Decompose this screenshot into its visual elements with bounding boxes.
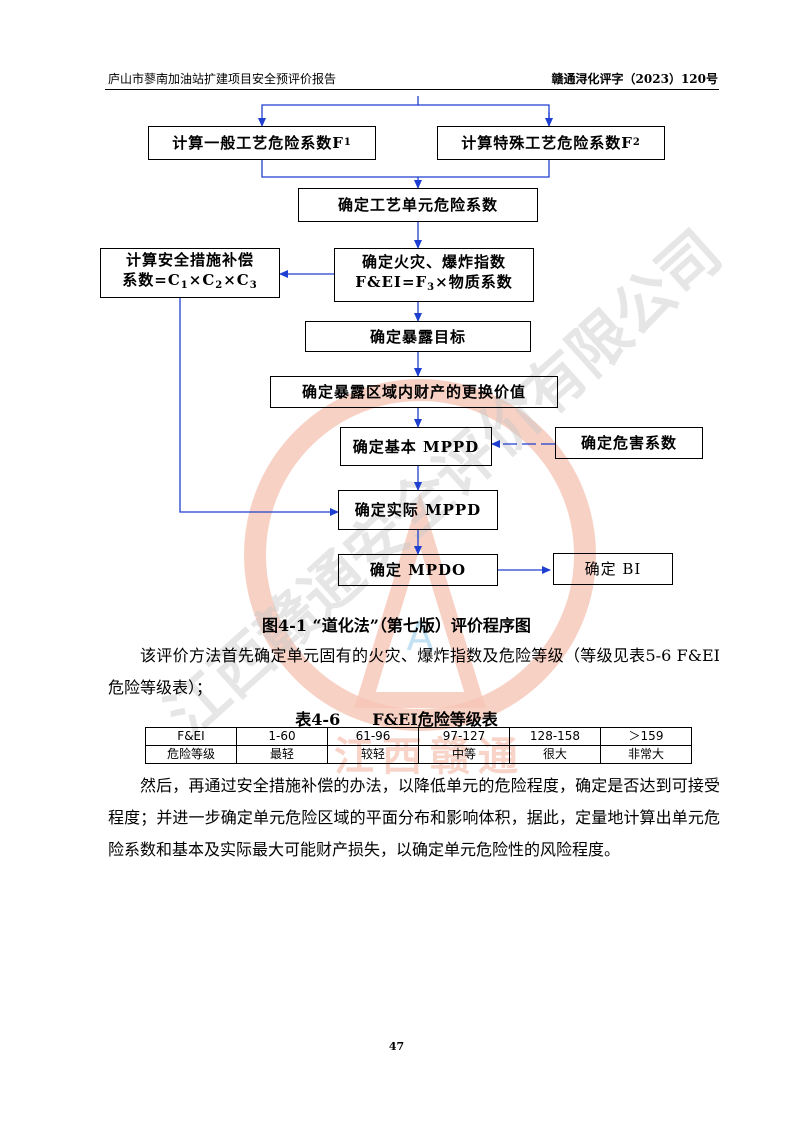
table-row: F&EI 1-60 61-96 97-127 128-158 ＞159 bbox=[145, 727, 692, 746]
page-number: 47 bbox=[388, 1040, 405, 1053]
table-row: 危险等级 最轻 较轻 中等 很大 非常大 bbox=[145, 745, 692, 764]
table-cell: ＞159 bbox=[600, 727, 692, 746]
table-cell: 非常大 bbox=[600, 745, 692, 764]
node-actual-mppd: 确定实际 MPPD bbox=[338, 490, 498, 530]
table-cell: 较轻 bbox=[327, 745, 419, 764]
node-unit-hazard-factor: 确定工艺单元危险系数 bbox=[298, 188, 538, 222]
node-bi: 确定 BI bbox=[553, 553, 673, 585]
table-cell: 128-158 bbox=[509, 727, 601, 746]
table-cell: F&EI bbox=[145, 727, 237, 746]
table-cell: 很大 bbox=[509, 745, 601, 764]
table-cell: 最轻 bbox=[236, 745, 328, 764]
node-mpdo: 确定 MPDO bbox=[338, 554, 498, 586]
fei-grade-table: F&EI 1-60 61-96 97-127 128-158 ＞159 危险等级… bbox=[145, 727, 692, 764]
table-cell: 97-127 bbox=[418, 727, 510, 746]
node-safety-compensation: 计算安全措施补偿 系数=C1×C2×C3 bbox=[100, 248, 280, 298]
table-cell: 1-60 bbox=[236, 727, 328, 746]
node-fire-explosion-index: 确定火灾、爆炸指数 F&EI=F3×物质系数 bbox=[334, 248, 534, 302]
table-cell: 中等 bbox=[418, 745, 510, 764]
watermark-logo-letter: A bbox=[406, 614, 434, 660]
header-report-number: 赣通浔化评字（2023）120号 bbox=[551, 72, 718, 86]
node-damage-factor: 确定危害系数 bbox=[555, 427, 703, 459]
table-cell: 危险等级 bbox=[145, 745, 237, 764]
header-left-title: 庐山市蓼南加油站扩建项目安全预评价报告 bbox=[108, 72, 337, 86]
table-title: 表4-6 F&EI危险等级表 bbox=[295, 710, 498, 729]
paragraph-conclusion: 然后，再通过安全措施补偿的办法，以降低单元的危险程度，确定是否达到可接受程度；并… bbox=[108, 776, 720, 859]
figure-caption: 图4-1 “道化法”（第七版）评价程序图 bbox=[262, 616, 531, 635]
table-cell: 61-96 bbox=[327, 727, 419, 746]
node-replacement-value: 确定暴露区域内财产的更换价值 bbox=[270, 376, 558, 408]
node-exposure-target: 确定暴露目标 bbox=[305, 321, 531, 352]
node-base-mppd: 确定基本 MPPD bbox=[340, 427, 492, 466]
paragraph-intro: 该评价方法首先确定单元固有的火灾、爆炸指数及危险等级（等级见表5-6 F&EI危… bbox=[108, 646, 720, 697]
header-divider bbox=[105, 89, 719, 90]
